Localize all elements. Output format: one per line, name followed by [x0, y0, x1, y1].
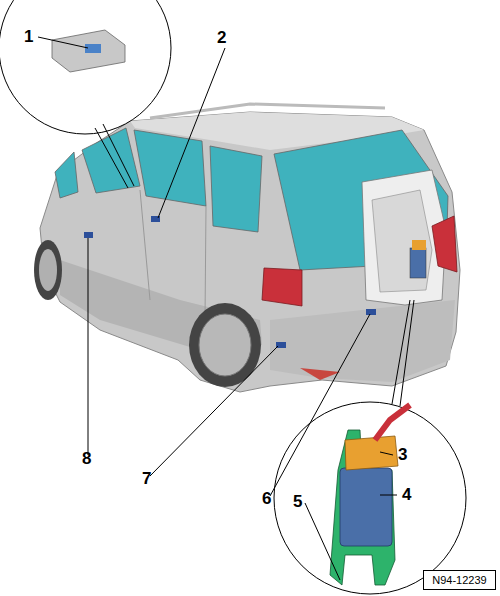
- callout-number: 1: [24, 28, 33, 46]
- callout-number: 4: [402, 486, 411, 504]
- callout-number: 7: [142, 470, 151, 488]
- callout-number: 8: [82, 450, 91, 468]
- figure-code-box: N94-12239: [423, 570, 496, 590]
- callout-number: 3: [398, 446, 407, 464]
- callout-number: 5: [293, 493, 302, 511]
- callout-number: 6: [262, 490, 271, 508]
- callout-number: 2: [217, 29, 226, 47]
- figure-code: N94-12239: [432, 574, 486, 586]
